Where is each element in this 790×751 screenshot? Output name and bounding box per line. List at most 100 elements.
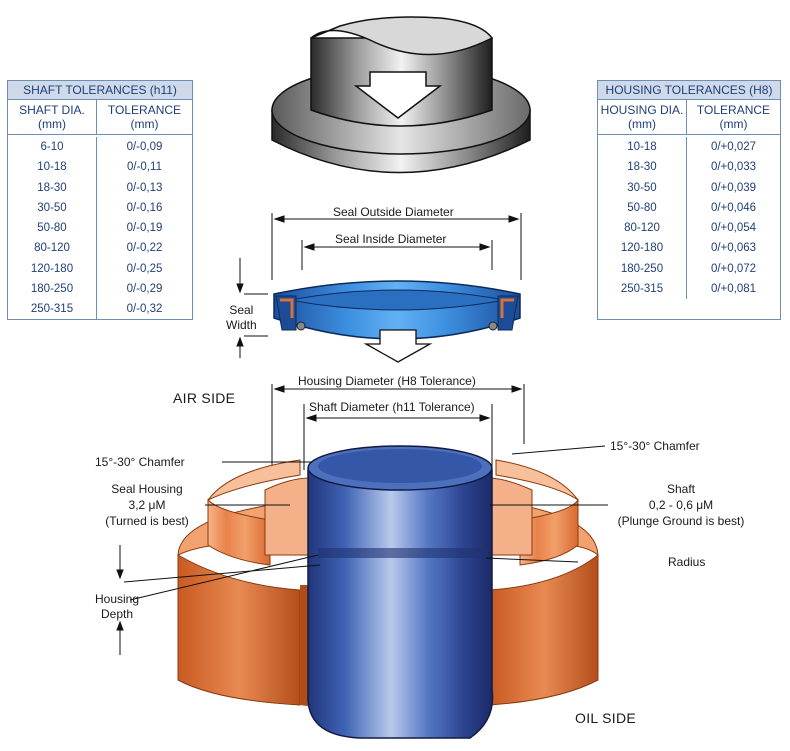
shaft-tolerance-cell: 0/-0,16 [126,201,163,214]
seal-housing-label-line3: (Turned is best) [105,514,189,528]
table-row: 180-250 0/-0,29 [8,279,192,300]
housing-dia-cell: 80-120 [598,218,687,239]
housing-tolerance-cell: 0/+0,039 [710,181,757,194]
seal-housing-label: Seal Housing 3,2 μM (Turned is best) [92,481,202,529]
chamfer-right-label: 15°-30° Chamfer [610,439,700,453]
housing-dia-header-text: HOUSING DIA. [600,103,684,117]
chamfer-left-label: 15°-30° Chamfer [95,455,185,469]
seal-inside-diameter-label: Seal Inside Diameter [335,232,447,246]
table-row: 10-18 0/-0,11 [8,157,192,178]
shaft-dia-cell: 10-18 [8,157,97,178]
shaft-finish-label-line1: Shaft [666,482,696,496]
table-row: 180-250 0/+0,072 [598,258,780,280]
table-row: 250-315 0/-0,32 [8,299,192,320]
housing-depth-label-line1: Housing [94,592,140,606]
table-row: 18-30 0/-0,13 [8,177,192,198]
housing-depth-label-line2: Depth [100,607,134,621]
shaft-dia-cell: 6-10 [8,137,97,158]
table-row: 80-120 0/+0,054 [598,218,780,239]
shaft [307,445,494,739]
seal-width-label-line2: Width [226,318,257,332]
shaft-tolerance-cell: 0/-0,19 [126,222,163,235]
shaft-tolerance-cell: 0/-0,22 [126,242,163,255]
shaft-tolerance-header-unit: (mm) [130,117,159,131]
shaft-dia-header-text: SHAFT DIA. [19,103,85,117]
table-row: 18-30 0/+0,033 [598,157,780,178]
air-side-label: AIR SIDE [173,390,236,406]
housing-table-rows: 10-18 0/+0,027 18-30 0/+0,033 30-50 0/+0,03… [598,135,780,300]
shaft-tolerance-table: SHAFT TOLERANCES (h11) SHAFT DIA. (mm) T… [7,80,193,320]
housing-tolerance-cell: 0/+0,033 [710,161,757,174]
table-row: 120-180 0/-0,25 [8,258,192,280]
shaft-table-column-headers: SHAFT DIA. (mm) TOLERANCE (mm) [8,100,192,135]
housing-dia-cell: 10-18 [598,137,687,158]
shaft-dia-header-unit: (mm) [38,117,66,131]
shaft-dia-column-header: SHAFT DIA. (mm) [8,100,97,134]
shaft-table-rows: 6-10 0/-0,09 10-18 0/-0,11 18-30 0/-0,13 30… [8,135,192,320]
shaft-dia-cell: 18-30 [8,177,97,198]
housing-tolerance-cell: 0/+0,046 [710,201,757,214]
oil-side-label: OIL SIDE [575,710,637,726]
housing-tolerance-header-unit: (mm) [719,117,748,131]
shaft-tolerance-column-header: TOLERANCE (mm) [97,100,192,134]
shaft-table-title: SHAFT TOLERANCES (h11) [8,81,192,100]
shaft-tolerance-header-text: TOLERANCE [107,103,182,117]
seal-outside-diameter-label: Seal Outside Diameter [333,205,454,219]
housing-table-column-headers: HOUSING DIA. (mm) TOLERANCE (mm) [598,100,780,135]
shaft-dia-cell: 50-80 [8,218,97,239]
shaft-tolerance-cell: 0/-0,32 [126,303,163,316]
shaft-dia-cell: 120-180 [8,258,97,280]
shaft-tolerance-cell: 0/-0,29 [126,283,163,296]
housing-dimension-lines [271,384,525,470]
radius-label: Radius [668,555,706,569]
shaft-dia-cell: 250-315 [8,299,97,320]
press-arrow-icon [353,71,443,119]
table-row: 50-80 0/+0,046 [598,197,780,219]
housing-depth-label: Housing Depth [82,592,152,622]
table-row: 30-50 0/-0,16 [8,197,192,219]
shaft-finish-label-line3: (Plunge Ground is best) [617,514,745,528]
shaft-dia-cell: 180-250 [8,279,97,300]
housing-tolerance-header-text: TOLERANCE [696,103,771,117]
table-row: 250-315 0/+0,081 [598,279,780,300]
table-row: 30-50 0/+0,039 [598,177,780,198]
annotation-leaders [116,445,608,655]
housing-table-title: HOUSING TOLERANCES (H8) [598,81,780,100]
housing-tolerance-table: HOUSING TOLERANCES (H8) HOUSING DIA. (mm… [597,80,781,320]
press-tool [271,16,531,174]
shaft-finish-label: Shaft 0,2 - 0,6 μM (Plunge Ground is bes… [606,481,756,529]
table-row: 50-80 0/-0,19 [8,218,192,239]
housing-dia-cell: 120-180 [598,238,687,259]
seal-width-label: Seal Width [226,303,257,333]
housing-tolerance-cell: 0/+0,063 [710,242,757,255]
housing-dia-cell: 18-30 [598,157,687,178]
shaft-diameter-label: Shaft Diameter (h11 Tolerance) [309,400,475,414]
seal-dimension-lines [236,213,522,358]
table-row: 120-180 0/+0,063 [598,238,780,259]
housing-tolerance-cell: 0/+0,027 [710,141,757,153]
table-row: 80-120 0/-0,22 [8,238,192,259]
shaft-dia-cell: 80-120 [8,238,97,259]
insert-arrow-icon [363,329,433,363]
housing-dia-cell: 250-315 [598,279,687,300]
seal-ring [273,280,521,340]
seal-width-label-line1: Seal [229,303,254,317]
housing-dia-cell: 30-50 [598,177,687,198]
shaft-tolerance-cell: 0/-0,13 [126,181,163,194]
housing-tolerance-cell: 0/+0,081 [710,283,757,296]
housing-dia-header-unit: (mm) [628,117,656,131]
shaft-tolerance-cell: 0/-0,11 [127,161,162,174]
housing-diameter-label: Housing Diameter (H8 Tolerance) [298,374,476,388]
table-row: 10-18 0/+0,027 [598,137,780,158]
seal-housing-label-line1: Seal Housing [111,482,183,496]
housing-dia-cell: 180-250 [598,258,687,280]
housing-dia-cell: 50-80 [598,197,687,219]
shaft-tolerance-cell: 0/-0,25 [126,262,163,275]
housing-tolerance-cell: 0/+0,054 [710,222,757,235]
shaft-tolerance-cell: 0/-0,09 [126,141,163,153]
housing-tolerance-column-header: TOLERANCE (mm) [687,100,780,134]
shaft-dia-cell: 30-50 [8,197,97,219]
housing-tolerance-cell: 0/+0,072 [710,262,757,275]
table-row: 6-10 0/-0,09 [8,137,192,158]
